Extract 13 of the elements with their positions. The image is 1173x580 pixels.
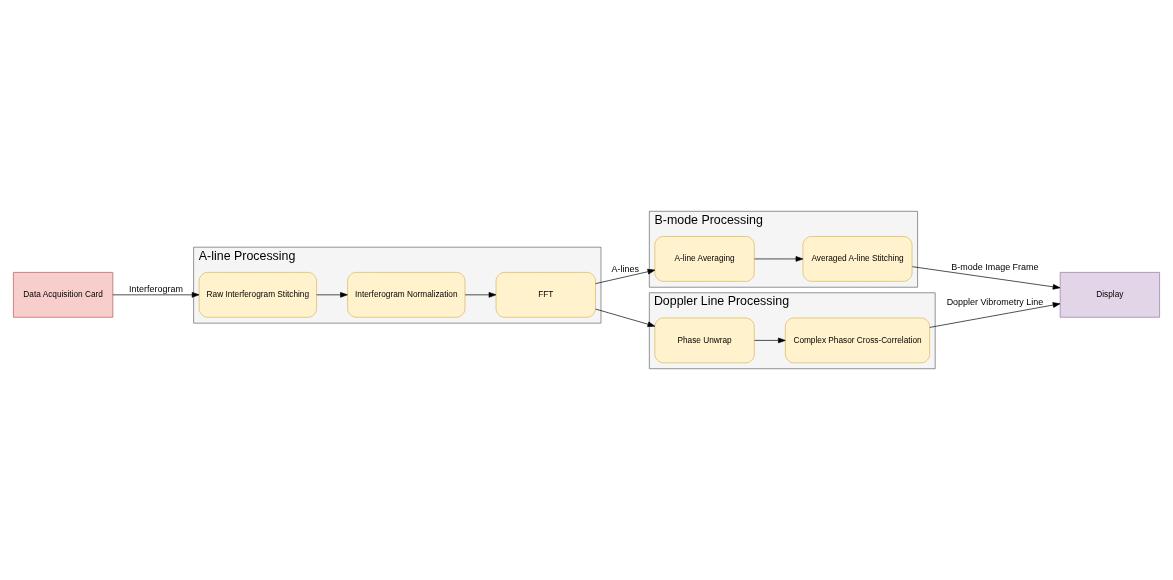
arrow bbox=[595, 308, 656, 327]
arrow bbox=[929, 302, 1061, 328]
arrow bbox=[754, 256, 804, 262]
edge-label: Doppler Vibrometry Line bbox=[946, 296, 1044, 307]
edge-label: A-lines bbox=[611, 263, 639, 274]
arrow bbox=[595, 268, 656, 284]
arrow bbox=[754, 337, 786, 344]
arrow bbox=[464, 292, 497, 298]
arrow bbox=[316, 292, 348, 298]
edge-label: Interferogram bbox=[129, 284, 183, 295]
arrow bbox=[112, 292, 200, 298]
edge-label: B-mode Image Frame bbox=[951, 261, 1039, 272]
arrow bbox=[912, 266, 1061, 290]
